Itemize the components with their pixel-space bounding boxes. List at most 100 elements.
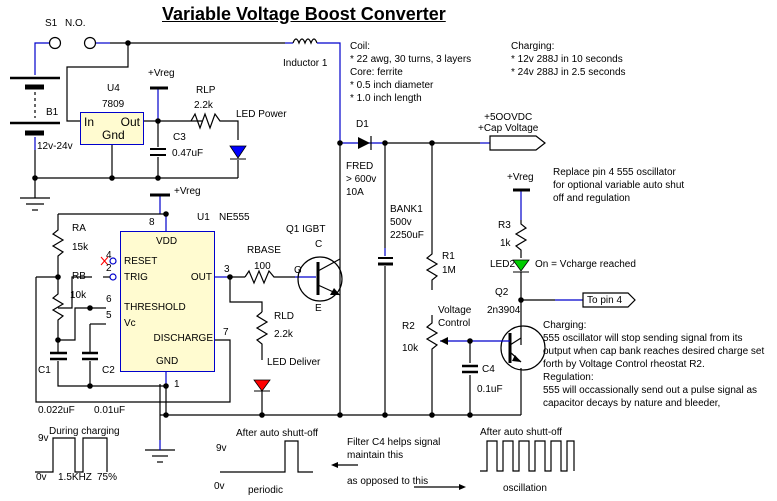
label-r1-value: 1M — [442, 265, 456, 276]
label-c2: C2 — [102, 365, 115, 376]
resistor-ra — [51, 214, 65, 277]
wave-oscillation-caption: oscillation — [503, 483, 547, 494]
label-s1: S1 — [45, 18, 58, 29]
inductor-coil — [292, 38, 318, 45]
label-u1: U1 — [197, 212, 210, 223]
capacitor-c4 — [462, 364, 478, 374]
note-coil: Coil: * 22 awg, 30 turns, 3 layers Core:… — [350, 41, 472, 104]
port-cap-voltage-shape — [489, 135, 546, 151]
pin4-port-label: To pin 4 — [587, 295, 623, 306]
pin-num-8: 8 — [149, 217, 155, 228]
wire-threshold — [58, 307, 106, 341]
label-vreg-555: +Vreg — [174, 186, 201, 197]
label-led2-note: On = Vcharge reached — [535, 259, 636, 270]
wave-periodic-low: 0v — [214, 481, 225, 492]
label-rb-value: 10k — [70, 290, 87, 301]
wire-trig — [58, 276, 92, 309]
d1-specs: FRED > 600v 10A — [346, 161, 377, 198]
note-operation: Charging: 555 oscillator will stop sendi… — [543, 320, 765, 409]
label-led-deliver: LED Deliver — [267, 357, 321, 368]
label-q1-g: G — [294, 265, 302, 276]
wire-discharge-loop — [35, 277, 231, 403]
wave-charging-low: 0v — [36, 472, 47, 483]
transistor-q2 — [488, 325, 546, 371]
label-rlp-value: 2.2k — [194, 100, 213, 111]
label-q1-c: C — [315, 239, 323, 250]
wire — [317, 42, 341, 143]
label-u4: U4 — [107, 83, 120, 94]
label-led-power: LED Power — [236, 109, 287, 120]
label-led2: LED2 — [490, 259, 516, 270]
switch-contact-left — [48, 36, 62, 50]
label-rld: RLD — [274, 311, 295, 322]
port-pin4-shape — [582, 292, 636, 308]
label-c1: C1 — [38, 365, 51, 376]
label-c1-value: 0.022uF — [38, 405, 75, 416]
label-b1: B1 — [46, 107, 59, 118]
resistor-rbase — [244, 269, 295, 285]
pin-label-out: OUT — [190, 272, 212, 283]
arrow-left-icon — [331, 462, 338, 468]
label-ra-value: 15k — [72, 242, 89, 253]
label-rb: RB — [72, 271, 86, 282]
pin-label-gnd: GND — [156, 356, 179, 367]
wire — [229, 277, 263, 312]
resistor-rb — [51, 277, 65, 340]
label-r2-value: 10k — [402, 343, 419, 354]
label-vreg-r3: +Vreg — [507, 172, 534, 183]
wave-charging-high: 9v — [38, 433, 49, 444]
label-c2-value: 0.01uF — [94, 405, 126, 416]
wire — [57, 361, 166, 387]
wave-oscillation-title: After auto shutt-off — [480, 427, 563, 438]
page-title: Variable Voltage Boost Converter — [162, 4, 446, 24]
battery-b1 — [10, 76, 60, 136]
ground-symbol — [145, 449, 175, 463]
resistor-r2 — [425, 315, 439, 360]
led-power-icon — [229, 145, 247, 159]
resistor-r3 — [514, 220, 528, 258]
arrow-right-icon — [459, 484, 466, 490]
label-u4-part: 7809 — [102, 99, 125, 110]
capacitor-bank1 — [378, 257, 393, 266]
pin-num-1: 1 — [174, 379, 180, 390]
label-r3-value: 1k — [500, 238, 511, 249]
label-b1-value: 12v-24v — [37, 141, 73, 152]
label-voltage-control: Voltage Control — [438, 305, 472, 329]
wave-periodic-high: 9v — [216, 443, 227, 454]
pin-label-out: Out — [120, 115, 140, 129]
label-c3: C3 — [173, 132, 186, 143]
label-u1-part: NE555 — [219, 212, 250, 223]
wire — [34, 42, 49, 75]
led2-icon — [512, 259, 530, 272]
bank1-specs: BANK1 500v 2250uF — [390, 204, 424, 241]
pin-label-reset: RESET — [124, 256, 158, 267]
label-vreg: +Vreg — [148, 68, 175, 79]
pin-num-4: 4 — [106, 250, 112, 261]
label-c4-value: 0.1uF — [477, 384, 503, 395]
label-c4: C4 — [482, 364, 495, 375]
label-s1-type: N.O. — [65, 18, 86, 29]
pin-label-trig: TRIG — [124, 272, 148, 283]
resistor-r1 — [425, 248, 439, 290]
wave-charging-duty: 75% — [97, 472, 118, 483]
pin-label-discharge: DISCHARGE — [153, 333, 213, 344]
label-q2: Q2 — [495, 287, 509, 298]
led-deliver-icon — [253, 379, 271, 392]
r2-wiper-arrow — [440, 337, 448, 345]
note-opposed: as opposed to this — [347, 476, 429, 487]
label-q1: Q1 IGBT — [286, 224, 326, 235]
pin-label-in: In — [84, 115, 95, 129]
label-inductor: Inductor 1 — [283, 58, 328, 69]
note-charging-time: Charging: * 12v 288J in 10 seconds * 24v… — [511, 41, 626, 78]
q1-emitter-arrow — [330, 288, 340, 295]
wave-periodic-title: After auto shutt-off — [236, 428, 319, 439]
pin-num-2: 2 — [106, 263, 112, 274]
pin-label-threshold: THRESHOLD — [124, 302, 186, 313]
cap-voltage-port-label: +5OOVDC +Cap Voltage — [478, 112, 539, 134]
pin-num-5: 5 — [106, 310, 112, 321]
pin-num-6: 6 — [106, 294, 112, 305]
capacitor-c3 — [150, 148, 166, 156]
junction-dots — [32, 40, 524, 418]
switch-s1[interactable] — [48, 36, 97, 50]
